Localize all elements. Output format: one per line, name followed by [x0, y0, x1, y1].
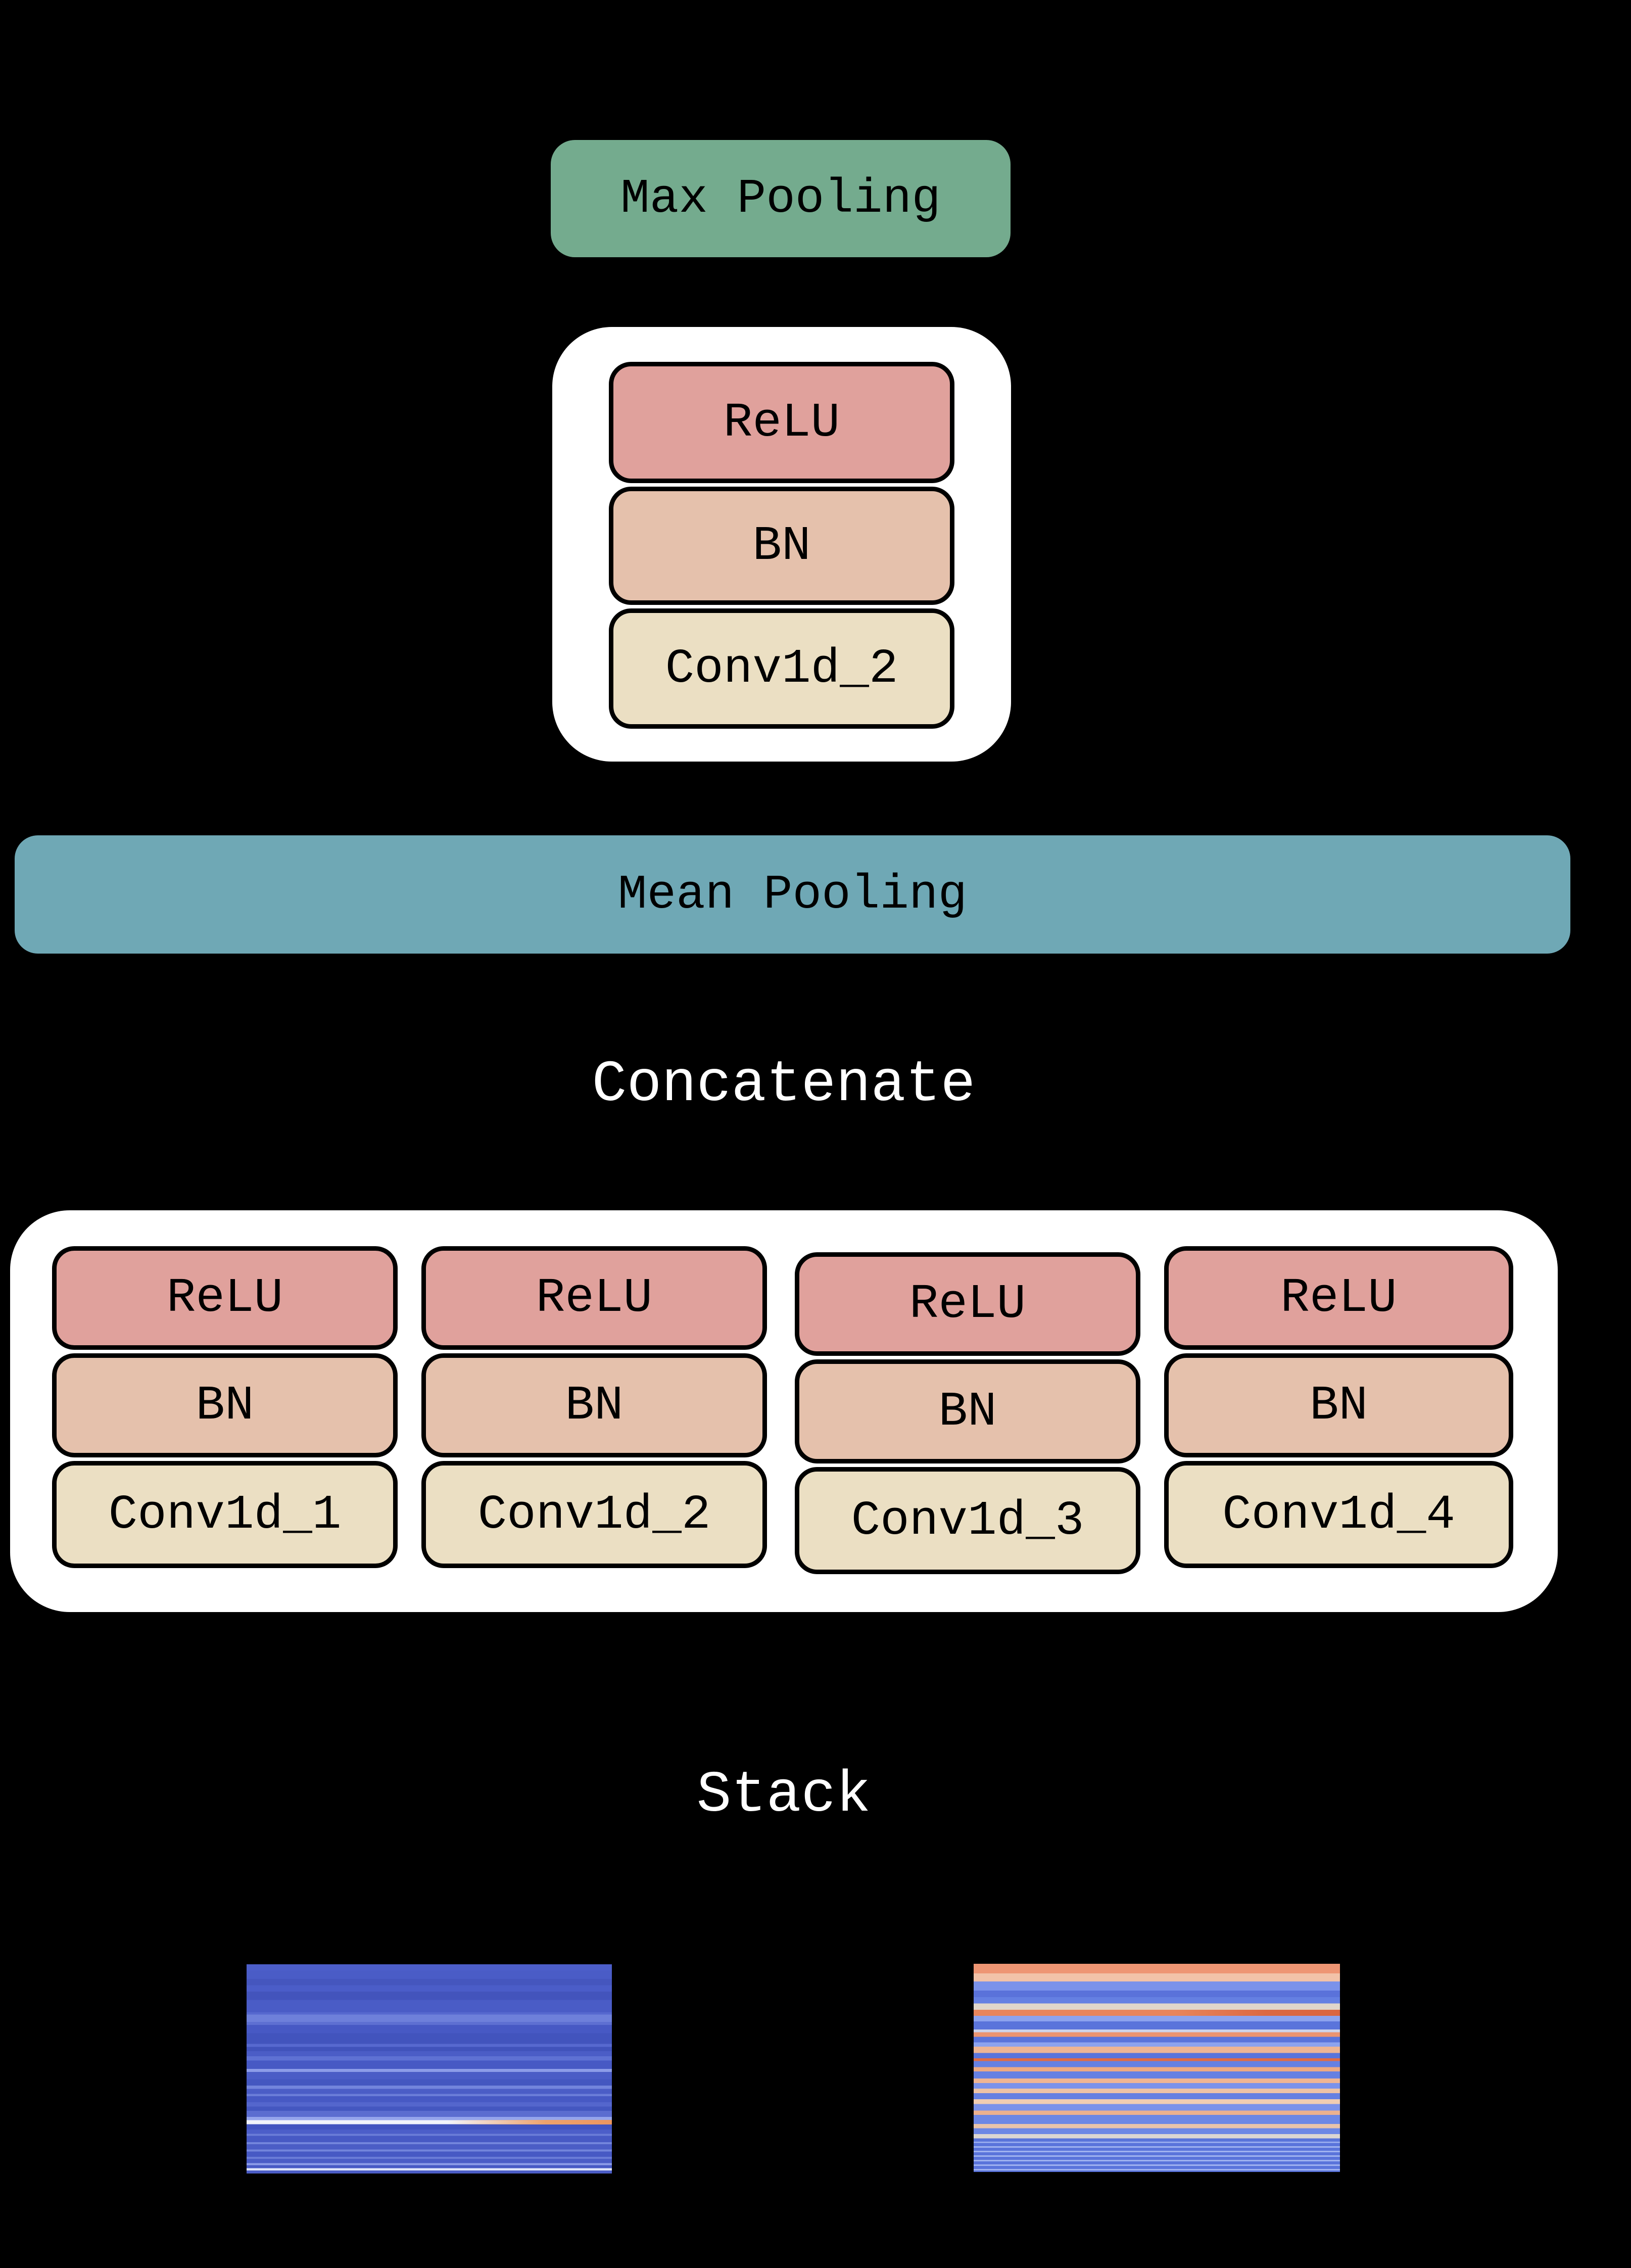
- conv1d-block: Conv1d_4: [1164, 1461, 1513, 1568]
- relu-label: ReLU: [536, 1270, 653, 1326]
- mean-pooling-label: Mean Pooling: [617, 867, 968, 922]
- branch-column-3: ReLU BN Conv1d_3: [795, 1252, 1140, 1574]
- top-branch-container: ReLU BN Conv1d_2: [552, 327, 1011, 762]
- spectrogram-image-right: [974, 1964, 1340, 2172]
- conv1d-block: Conv1d_2: [421, 1461, 767, 1568]
- relu-label: ReLU: [909, 1277, 1026, 1332]
- bn-label: BN: [1309, 1378, 1368, 1433]
- relu-block: ReLU: [421, 1246, 767, 1350]
- conv1d-label: Conv1d_3: [851, 1493, 1084, 1548]
- top-branch-column: ReLU BN Conv1d_2: [609, 362, 954, 729]
- bn-block: BN: [795, 1359, 1140, 1463]
- relu-block: ReLU: [795, 1252, 1140, 1356]
- branch-column-4: ReLU BN Conv1d_4: [1164, 1246, 1513, 1568]
- conv1d-label: Conv1d_2: [665, 641, 898, 696]
- max-pooling-block: Max Pooling: [551, 140, 1011, 257]
- conv1d-label: Conv1d_1: [108, 1487, 342, 1542]
- mean-pooling-block: Mean Pooling: [15, 835, 1570, 954]
- bn-label: BN: [938, 1384, 997, 1439]
- relu-block: ReLU: [52, 1246, 398, 1350]
- concatenate-text: Concatenate: [592, 1051, 976, 1118]
- conv1d-label: Conv1d_4: [1222, 1487, 1455, 1542]
- branch-column-1: ReLU BN Conv1d_1: [52, 1246, 398, 1568]
- stack-label: Stack: [0, 1762, 1567, 1828]
- bn-block: BN: [421, 1353, 767, 1457]
- relu-label: ReLU: [1280, 1270, 1397, 1326]
- spectrogram-highlight-line: [247, 2120, 612, 2124]
- relu-block: ReLU: [1164, 1246, 1513, 1350]
- conv1d-block: Conv1d_1: [52, 1461, 398, 1568]
- bn-block: BN: [609, 487, 954, 605]
- branches-container: ReLU BN Conv1d_1 ReLU BN Conv1d_2 ReLU: [10, 1210, 1558, 1612]
- bn-label: BN: [752, 518, 811, 574]
- concatenate-label: Concatenate: [0, 1052, 1567, 1118]
- relu-block: ReLU: [609, 362, 954, 483]
- bn-label: BN: [196, 1378, 254, 1433]
- branch-column-2: ReLU BN Conv1d_2: [421, 1246, 767, 1568]
- conv1d-label: Conv1d_2: [477, 1487, 711, 1542]
- spectrogram-highlight-line: [974, 2010, 1340, 2016]
- max-pooling-label: Max Pooling: [620, 171, 941, 226]
- bn-block: BN: [1164, 1353, 1513, 1457]
- conv1d-block: Conv1d_2: [609, 608, 954, 729]
- relu-label: ReLU: [166, 1270, 283, 1326]
- spectrogram-image-left: [247, 1964, 612, 2174]
- stack-text: Stack: [696, 1762, 871, 1828]
- bn-block: BN: [52, 1353, 398, 1457]
- relu-label: ReLU: [723, 395, 840, 450]
- conv1d-block: Conv1d_3: [795, 1467, 1140, 1574]
- bn-label: BN: [565, 1378, 623, 1433]
